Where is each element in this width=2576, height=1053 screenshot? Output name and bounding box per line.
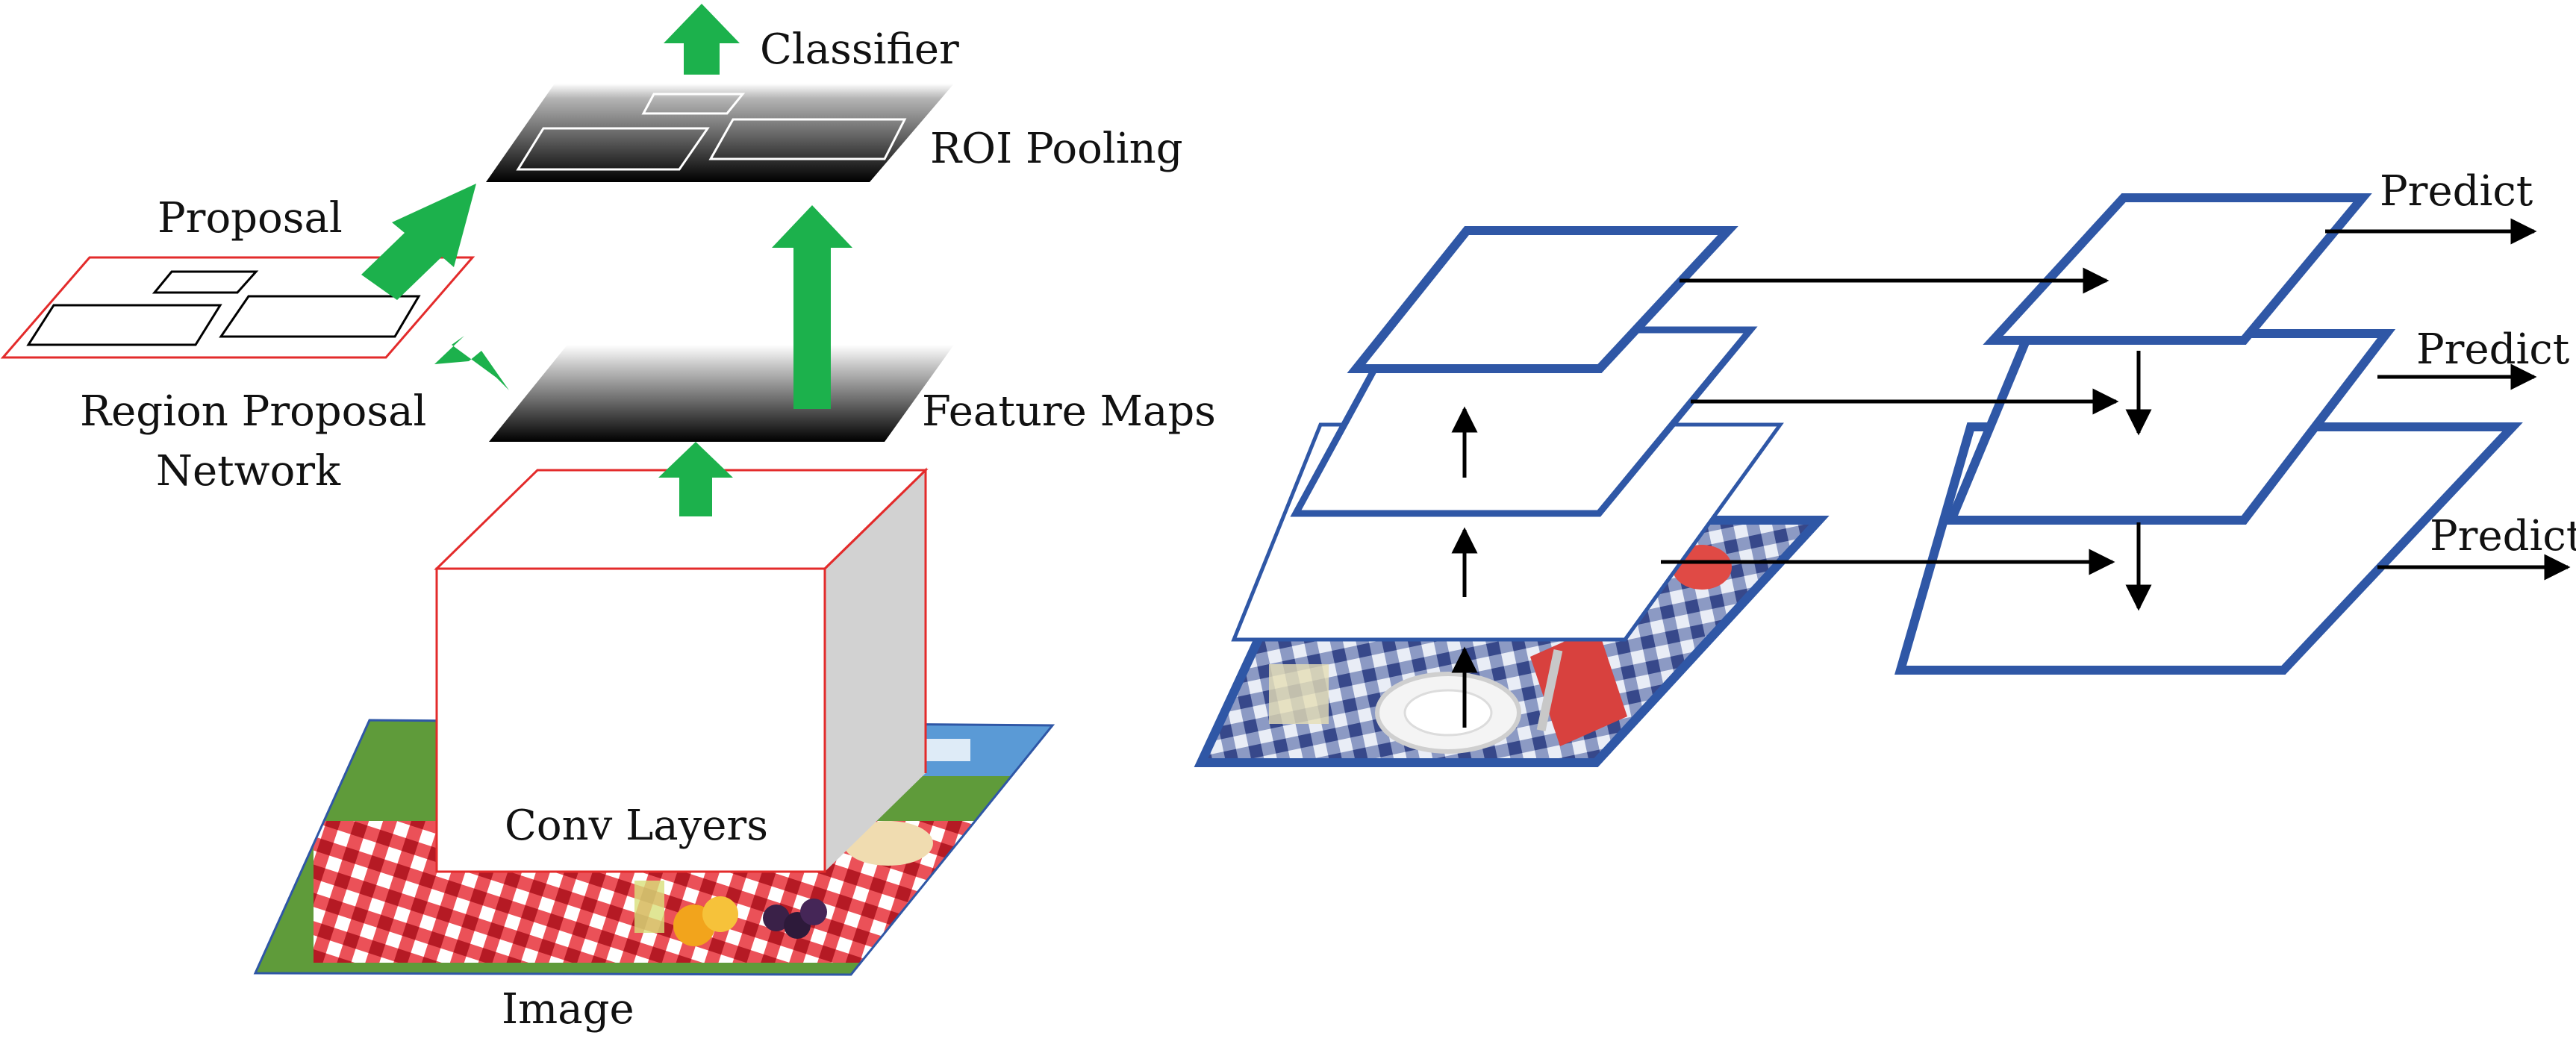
proposal-box-small [152,270,259,294]
proposal-label: Proposal [158,194,343,243]
proposal-box-left [26,304,222,346]
rpn-label-line2: Network [156,447,341,496]
conv-layers-cube [434,467,929,873]
proposal-to-roi-arrow [361,184,476,300]
feature-to-roi-arrow [772,205,852,409]
roi-pooling-label: ROI Pooling [930,125,1183,173]
rpn-label-line1: Region Proposal [80,387,426,436]
predict-label-1: Predict [2380,167,2533,216]
bottomup-level-3 [1347,226,1738,373]
image-label: Image [502,985,634,1034]
cube-to-feature-arrow [658,442,733,516]
conv-layers-label: Conv Layers [505,802,768,850]
classifier-label: Classifier [760,25,959,74]
topdown-level-3 [1983,193,2372,345]
feature-maps-label: Feature Maps [922,387,1216,436]
feature-maps-slab [489,345,954,442]
predict-label-3: Predict [2430,512,2576,560]
topdown-level-2 [1945,329,2396,525]
feature-to-rpn-arrow [434,336,509,390]
classifier-arrow [664,4,740,75]
proposal-box-right [219,295,421,338]
proposal-panel [0,256,475,359]
predict-label-2: Predict [2416,325,2570,374]
roi-pooling-slab [486,84,954,182]
